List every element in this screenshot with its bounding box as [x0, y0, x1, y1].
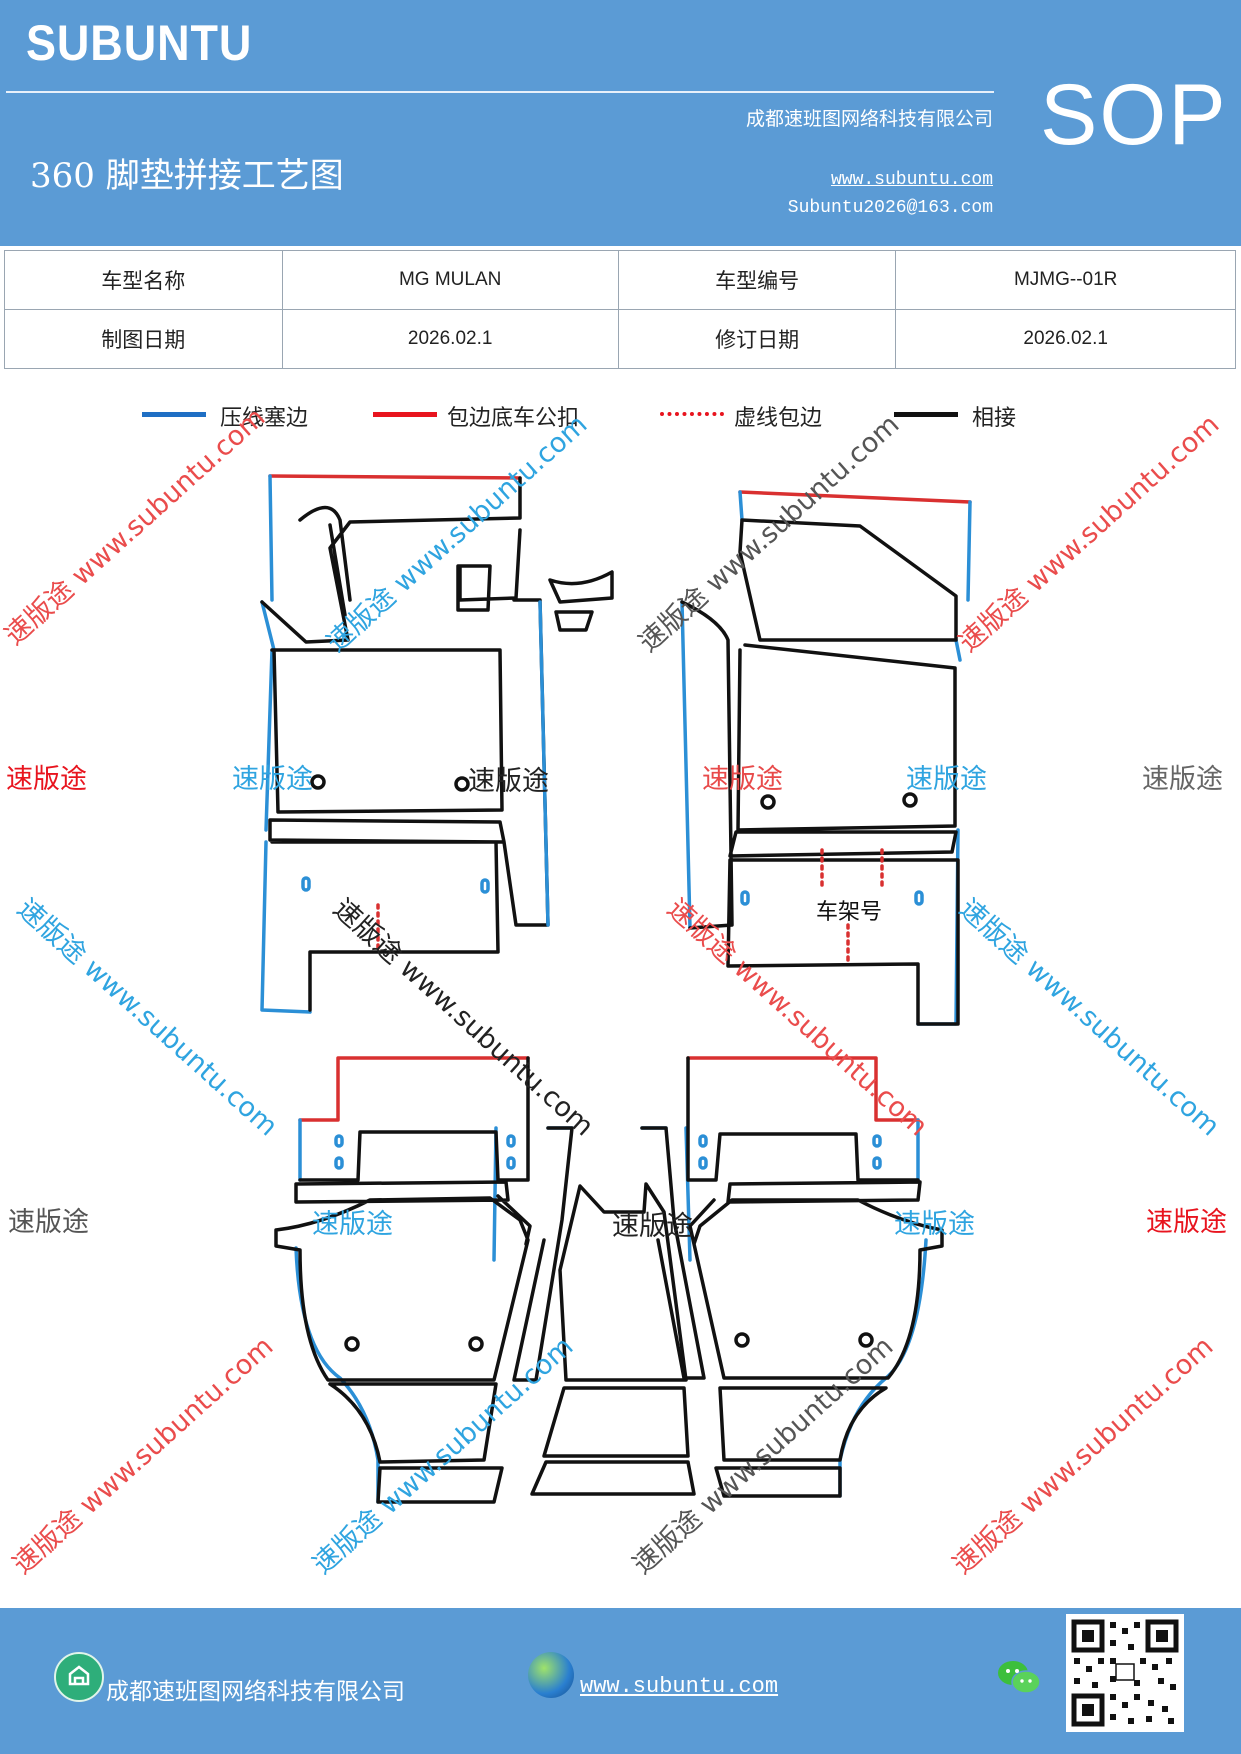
watermark: 速版途 [906, 764, 987, 795]
watermark: 速版途 [1146, 1207, 1227, 1238]
edge-blue [294, 1118, 574, 1504]
clip-slot [698, 1134, 708, 1148]
wechat-icon [996, 1658, 1042, 1698]
clip-slot [698, 1156, 708, 1170]
clip-slot [334, 1134, 344, 1148]
company-icon [54, 1652, 104, 1702]
edge-black [530, 1182, 696, 1496]
hole [468, 1336, 484, 1352]
legend-swatch-red [373, 412, 437, 417]
edge-red [268, 474, 522, 480]
header-banner: SUBUNTU 成都速班图网络科技有限公司 SOP 360 脚垫拼接工艺图 ww… [0, 0, 1241, 246]
footer-company: 成都速班图网络科技有限公司 [106, 1679, 405, 1705]
clip-slot [740, 890, 750, 906]
clip-slot [506, 1156, 516, 1170]
watermark: 速版途 [894, 1209, 975, 1240]
clip-slot [506, 1134, 516, 1148]
footer-website-link[interactable]: www.subuntu.com [580, 1674, 779, 1699]
legend-label: 压线塞边 [220, 406, 309, 431]
legend-label: 相接 [972, 406, 1017, 431]
legend-label: 包边底车公扣 [447, 406, 580, 431]
clip-slot [334, 1156, 344, 1170]
hole [344, 1336, 360, 1352]
footer-banner: 成都速班图网络科技有限公司 www.subuntu.com [0, 1608, 1241, 1754]
edge-black [274, 1056, 574, 1504]
table-cell-label: 修订日期 [617, 309, 897, 369]
edge-black [548, 570, 614, 632]
legend-swatch-blue [142, 412, 206, 417]
mat-rear-left [274, 1056, 574, 1504]
edge-blue [680, 490, 972, 1026]
edge-red-dotted [820, 848, 884, 964]
edge-red [686, 1056, 920, 1122]
legend-label: 虚线包边 [734, 406, 823, 431]
clip-slot [914, 890, 924, 906]
doc-type-label: SOP [1040, 67, 1228, 163]
hole [858, 1332, 874, 1348]
mat-front-right [680, 490, 972, 1026]
watermark: 速版途 [468, 766, 549, 797]
legend-swatch-red-dotted [660, 412, 724, 416]
clip-slot [480, 878, 490, 894]
vehicle-info-table: 车型名称 MG MULAN 车型编号 MJMG--01R 制图日期 2026.0… [4, 250, 1236, 369]
legend-swatch-black [894, 412, 958, 417]
table-cell-value: MG MULAN [281, 250, 619, 310]
header-company: 成都速班图网络科技有限公司 [745, 108, 993, 130]
hole [760, 794, 776, 810]
watermark: 速版途 [312, 1209, 393, 1240]
hole [454, 776, 470, 792]
table-cell-label: 车型编号 [617, 250, 897, 310]
table-cell-value: 2026.02.1 [895, 309, 1236, 369]
mat-front-left [260, 474, 614, 1014]
hole [734, 1332, 750, 1348]
clip-slot [301, 876, 311, 892]
clip-slot [872, 1156, 882, 1170]
mat-rear-center [530, 1182, 696, 1496]
watermark: 速版途 [6, 764, 87, 795]
edge-black [640, 1056, 944, 1498]
table-cell-label: 制图日期 [4, 309, 283, 369]
table-cell-value: 2026.02.1 [281, 309, 619, 369]
edge-blue [260, 474, 312, 1014]
table-cell-label: 车型名称 [4, 250, 283, 310]
edge-black [680, 518, 960, 1026]
header-divider [6, 91, 994, 93]
watermark: 速版途 [612, 1211, 693, 1242]
watermark: 速版途 [8, 1207, 89, 1238]
brand-logo: SUBUNTU [26, 15, 253, 71]
hole [310, 774, 326, 790]
table-row: 制图日期 2026.02.1 修订日期 2026.02.1 [4, 309, 1236, 369]
globe-icon [528, 1652, 574, 1698]
watermark: 速版途 [702, 764, 783, 795]
hole [902, 792, 918, 808]
vin-label: 车架号 [816, 900, 883, 925]
edge-red [738, 490, 972, 504]
header-email[interactable]: Subuntu2026@163.com [787, 198, 993, 218]
edge-blue [538, 600, 550, 927]
page-title: 360 脚垫拼接工艺图 [30, 156, 344, 196]
header-website-link[interactable]: www.subuntu.com [830, 170, 993, 190]
watermark: 速版途 [232, 764, 313, 795]
watermark: 速版途 [1142, 764, 1223, 795]
qr-code[interactable] [1066, 1614, 1184, 1732]
mat-rear-right [640, 1056, 944, 1498]
clip-slot [872, 1134, 882, 1148]
edge-red [298, 1056, 530, 1122]
